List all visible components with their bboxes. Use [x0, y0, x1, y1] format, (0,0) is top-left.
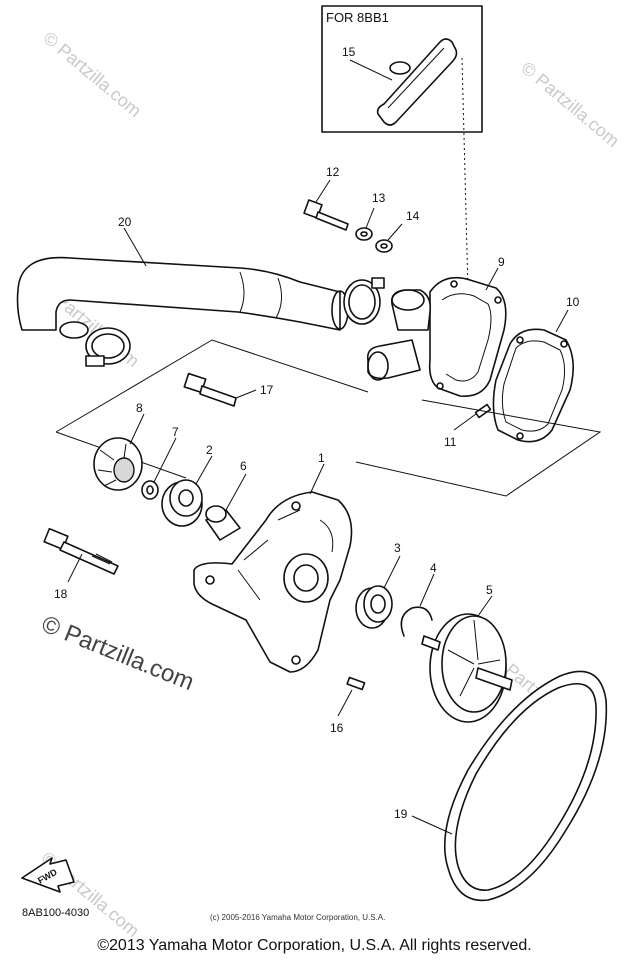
callout-4: 4 [430, 561, 437, 575]
callout-17: 17 [260, 383, 274, 397]
callout-12: 12 [326, 165, 340, 179]
hose-clamp-left [85, 327, 131, 367]
callout-3: 3 [394, 541, 401, 555]
callout-6: 6 [240, 459, 247, 473]
hose-clamp-right [343, 277, 385, 325]
part-2-oil-seal [161, 479, 203, 527]
part-18-bolt [43, 527, 119, 575]
callout-16: 16 [330, 721, 344, 735]
callout-7: 7 [172, 425, 179, 439]
part-1-pump-housing [193, 491, 353, 673]
callout-15: 15 [342, 45, 356, 59]
part-13-washer [355, 227, 373, 241]
part-3-bearing [355, 585, 393, 629]
callout-14: 14 [406, 209, 420, 223]
callout-2: 2 [206, 443, 213, 457]
callout-5: 5 [486, 583, 493, 597]
watermark-right: © Partzilla.com [517, 58, 623, 151]
part-10-gasket [492, 328, 574, 443]
diagram-code: 8AB100-4030 [22, 907, 90, 919]
callout-8: 8 [136, 401, 143, 415]
callout-10: 10 [566, 295, 580, 309]
part-19-belt [443, 670, 608, 902]
callout-9: 9 [498, 255, 505, 269]
callout-18: 18 [54, 587, 68, 601]
part-4-circlip [400, 606, 433, 637]
inset-reference-line [461, 57, 469, 291]
part-16-dowel-pin [346, 676, 366, 691]
callout-1: 1 [318, 451, 325, 465]
part-7-washer [141, 480, 159, 500]
part-9-pump-cover [366, 276, 507, 397]
watermark-bottom-left: © Partzilla.com [37, 848, 143, 941]
copyright-footer: ©2013 Yamaha Motor Corporation, U.S.A. A… [97, 937, 532, 954]
part-6-bushing [205, 505, 241, 541]
part-12-bolt [303, 199, 349, 231]
callout-13: 13 [372, 191, 386, 205]
part-8-impeller [93, 437, 143, 491]
part-14-washer [375, 239, 393, 253]
fwd-arrow: FWD [21, 857, 75, 893]
callout-20: 20 [118, 215, 132, 229]
callout-11: 11 [444, 435, 457, 449]
part-17-bolt [183, 372, 237, 407]
callout-19: 19 [394, 807, 408, 821]
inset-title: FOR 8BB1 [326, 10, 389, 25]
part-15-gasket [376, 38, 458, 126]
part-5-pulley [421, 613, 513, 723]
inset-box: FOR 8BB1 15 [321, 5, 483, 133]
part-20-hose [16, 256, 349, 339]
watermark-main: © Partzilla.com [38, 611, 198, 697]
small-copyright: (c) 2005-2016 Yamaha Motor Corporation, … [210, 913, 385, 922]
watermark-top: © Partzilla.com [39, 28, 145, 121]
